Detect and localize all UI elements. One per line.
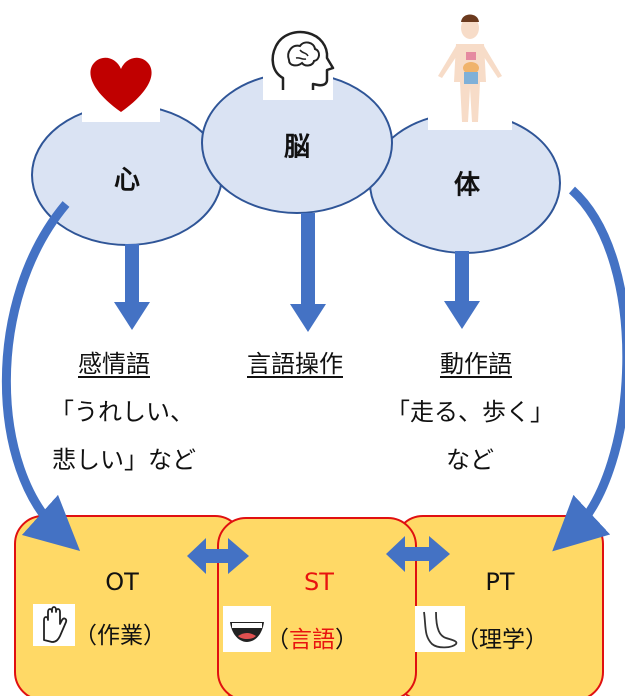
- action-words-example-2: など: [446, 446, 494, 474]
- language-operation-title: 言語操作: [247, 350, 343, 378]
- pt-name: PT: [485, 568, 515, 596]
- emotion-words-example-2: 悲しい」など: [52, 446, 196, 474]
- pt-sub: （理学）: [456, 627, 548, 653]
- brain-head-icon: [263, 22, 335, 100]
- body-label: 体: [453, 170, 481, 201]
- foot-icon: [415, 606, 465, 652]
- st-name: ST: [304, 568, 334, 596]
- mouth-icon: [223, 606, 271, 652]
- ot-sub: （作業）: [74, 623, 166, 649]
- action-words-title: 動作語: [440, 350, 512, 378]
- down-arrow-language: [290, 213, 326, 332]
- human-body-icon: [428, 12, 512, 130]
- emotion-words-example-1: 「うれしい、: [50, 398, 194, 426]
- hand-icon: [33, 604, 75, 646]
- double-arrow-st-pt: [386, 536, 450, 572]
- heart-label: 心: [113, 165, 141, 196]
- curve-arrow-body-to-pt: [552, 186, 625, 552]
- brain-label: 脳: [283, 132, 311, 163]
- emotion-words-title: 感情語: [78, 350, 150, 378]
- st-sub-language: 言語: [289, 627, 335, 653]
- down-arrow-action: [444, 251, 480, 329]
- st-sub-open: （: [266, 627, 289, 653]
- ot-name: OT: [105, 568, 139, 596]
- st-sub-close: ）: [335, 627, 358, 653]
- down-arrow-emotion: [114, 244, 150, 330]
- action-words-example-1: 「走る、歩く」: [386, 398, 554, 426]
- curve-arrow-heart-to-ot: [1, 201, 81, 552]
- double-arrow-ot-st: [187, 538, 249, 574]
- heart-icon: [82, 50, 160, 122]
- st-sub: （言語）: [266, 620, 358, 654]
